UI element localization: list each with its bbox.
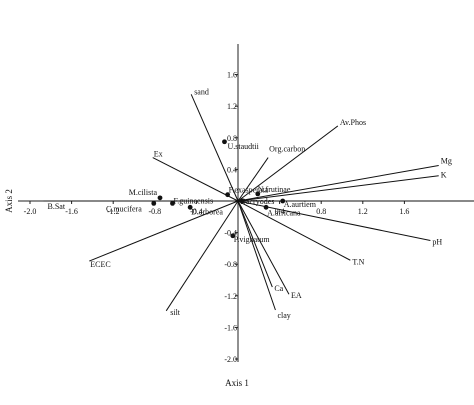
x-tick-label: 0.8 bbox=[316, 207, 326, 216]
x-tick-label: -1.2 bbox=[107, 207, 120, 216]
axes-layer: -2.0 -1.6 -1.2 -0.8 -0.4 0.4 0.8 1.2 1.6 1.6 1.2 0.… bbox=[18, 44, 456, 364]
y-tick-label: 0.8 bbox=[227, 134, 237, 143]
point-label: F.exasperata bbox=[229, 186, 269, 195]
vector-label: clay bbox=[277, 311, 290, 320]
vector-label: Org.carbon bbox=[269, 145, 305, 154]
vector-label: T.N bbox=[352, 257, 364, 266]
point-marker bbox=[151, 200, 157, 206]
y-tick-label: 0.4 bbox=[227, 165, 237, 174]
vector-label: Mg bbox=[441, 156, 452, 165]
vector-label: Ca bbox=[274, 284, 283, 293]
vector-label: pH bbox=[432, 238, 442, 247]
y-tick-label: -0.4 bbox=[224, 229, 237, 238]
vector-label: K bbox=[441, 171, 447, 180]
point-label: N.frutinae bbox=[258, 185, 291, 194]
point-marker bbox=[255, 191, 261, 197]
y-tick-label: -2.0 bbox=[224, 355, 237, 364]
vector-line bbox=[237, 200, 351, 261]
x-axis-title: Axis 1 bbox=[225, 378, 249, 388]
vector-label: B.Sat bbox=[48, 202, 66, 211]
point-marker bbox=[230, 233, 236, 239]
point-marker bbox=[222, 139, 227, 145]
y-tick-label: -1.2 bbox=[224, 292, 237, 301]
point-marker bbox=[225, 192, 231, 198]
vector-line bbox=[237, 157, 269, 202]
vector-line bbox=[237, 200, 273, 288]
point-label: U.staudtii bbox=[227, 142, 259, 151]
x-tick-label: -0.4 bbox=[190, 207, 203, 216]
vector-line bbox=[190, 94, 239, 202]
x-tick-label: -0.8 bbox=[148, 207, 161, 216]
point-label: M.cilista bbox=[129, 188, 158, 197]
vector-line bbox=[237, 175, 439, 202]
x-tick-label: -2.0 bbox=[24, 207, 37, 216]
vector-label: ECEC bbox=[90, 260, 110, 269]
point-marker bbox=[170, 200, 175, 206]
vector-line bbox=[237, 125, 339, 202]
vector-line bbox=[237, 200, 276, 311]
vector-line bbox=[237, 164, 439, 202]
vector-label: silt bbox=[170, 308, 181, 317]
vector-line bbox=[237, 200, 290, 295]
x-tick-label: 1.2 bbox=[358, 207, 368, 216]
vector-line bbox=[152, 157, 239, 202]
point-label: C.mucifera bbox=[106, 204, 142, 213]
point-label: A.aurtiem bbox=[284, 200, 317, 209]
vector-label: Ex bbox=[154, 150, 163, 159]
point-label: Dacryodes bbox=[240, 197, 274, 206]
vector-label: sand bbox=[194, 87, 209, 96]
point-marker bbox=[187, 204, 193, 210]
y-tick-label: -0.8 bbox=[224, 260, 237, 269]
point-label: A.africana bbox=[267, 208, 301, 217]
vector-line bbox=[89, 200, 239, 262]
point-label: F.guineensis bbox=[173, 196, 213, 205]
vector-label: EA bbox=[291, 291, 302, 300]
vector-line bbox=[237, 200, 431, 241]
point-marker bbox=[239, 198, 245, 204]
y-axis-title: Axis 2 bbox=[4, 189, 14, 213]
x-tick-label: -1.6 bbox=[65, 207, 78, 216]
x-tick-label: 0.4 bbox=[275, 207, 285, 216]
point-marker bbox=[280, 198, 286, 204]
vector-label: Av.Phos bbox=[340, 118, 366, 127]
vector-line bbox=[165, 200, 239, 312]
point-label: D.arborea bbox=[191, 207, 223, 216]
y-tick-label: 1.6 bbox=[227, 71, 237, 80]
point-marker bbox=[157, 195, 163, 201]
x-tick-label: 1.6 bbox=[399, 207, 409, 216]
point-marker bbox=[263, 204, 269, 210]
point-label: P.vignatum bbox=[234, 235, 271, 244]
vectors-layer: sandExOrg.carbonAv.PhosMgKNaB.SatpHT.NEA… bbox=[43, 87, 474, 320]
y-tick-label: -1.6 bbox=[224, 323, 237, 332]
y-tick-label: 1.2 bbox=[227, 102, 237, 111]
